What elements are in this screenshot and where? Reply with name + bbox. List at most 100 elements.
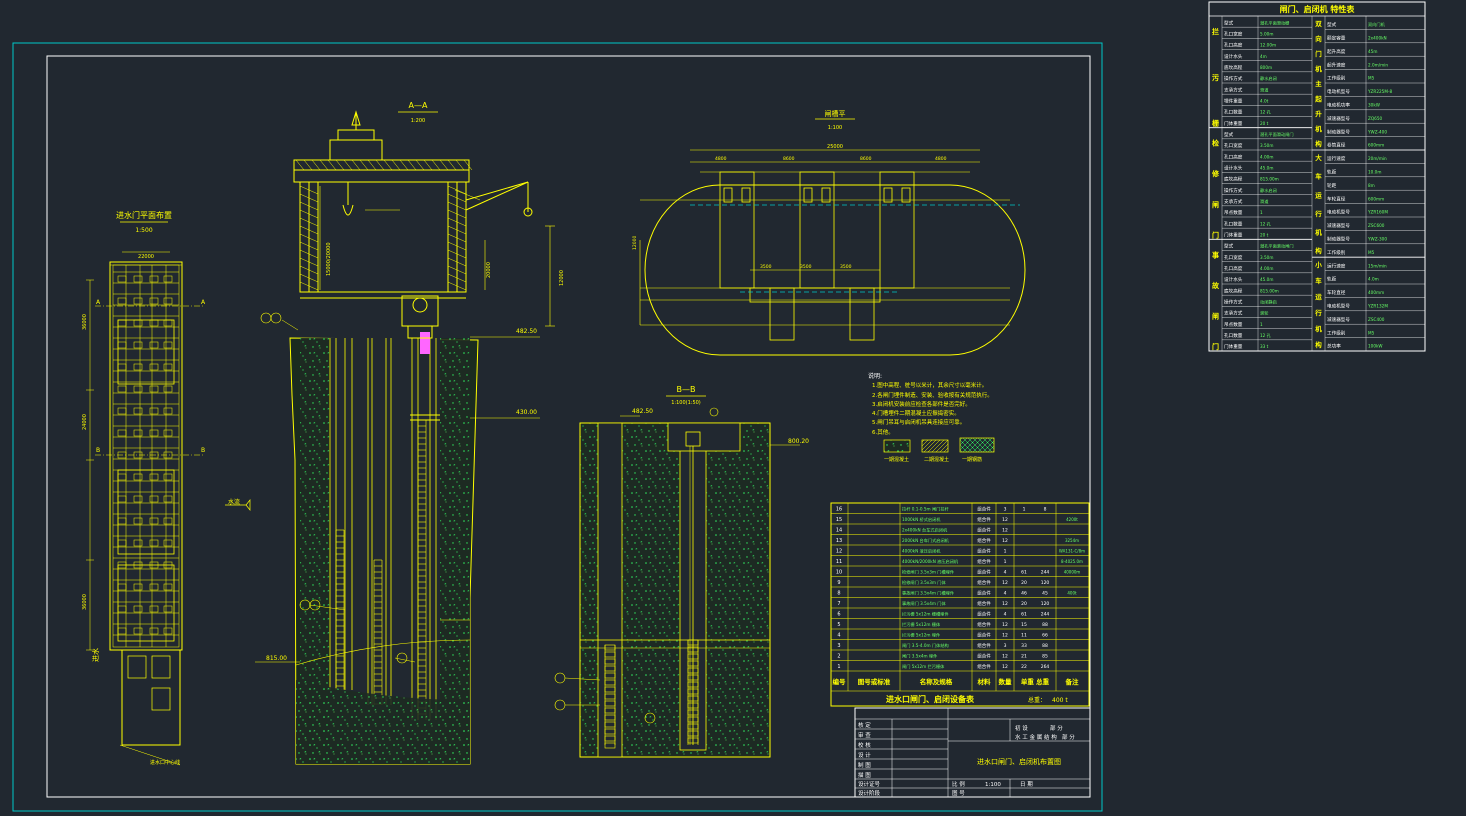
svg-text:进水口中心线: 进水口中心线 — [150, 759, 180, 766]
spec-left-value: 5.00m — [1260, 32, 1273, 37]
elevation-deck: 482.50 — [516, 328, 537, 335]
spec-left-value: 动闭静启 — [1260, 299, 1277, 306]
spec-right-group: 车 — [1315, 276, 1322, 285]
spec-right-key: 轨距 — [1327, 276, 1337, 283]
spec-right-value: 100kW — [1368, 344, 1383, 349]
spec-right-key: 起升高度 — [1327, 48, 1346, 55]
equipment-row-name: 拦污栅 5x12m 栅体 — [902, 621, 941, 628]
spec-left-value: 潜孔平面滑动闸门 — [1260, 131, 1294, 138]
equipment-row-no: 9 — [837, 580, 840, 586]
equipment-row-total: 120 — [1041, 580, 1050, 586]
spec-right-key: 工作级别 — [1327, 329, 1346, 336]
spec-left-key: 操作方式 — [1224, 299, 1243, 306]
spec-right-value: 8m — [1368, 183, 1375, 188]
section-aa-title: A—A — [409, 101, 428, 110]
spec-left-key: 操作方式 — [1224, 75, 1243, 82]
equipment-row-qty: 4 — [1004, 612, 1007, 618]
legend-label: 一期混凝土 — [884, 456, 909, 463]
svg-text:20000: 20000 — [486, 262, 492, 278]
equipment-row-name: 拦污栅 5x12m 栅槽埋件 — [902, 611, 949, 618]
equipment-row-material: 组合件 — [977, 600, 991, 607]
spec-right-value: M5 — [1368, 76, 1375, 81]
equipment-header: 编号 — [833, 677, 847, 686]
svg-text:22000: 22000 — [138, 254, 154, 260]
equipment-row-name: 事故闸门 3.5x4m 门槽埋件 — [902, 590, 954, 597]
equipment-row-qty: 3 — [1004, 507, 1007, 513]
spec-right-key: 额定容量 — [1327, 34, 1346, 41]
equipment-row-name: 闸门 3.5-4.0m 门体结构 — [902, 642, 949, 649]
equipment-row-qty: 3 — [1004, 643, 1007, 649]
spec-left-value: 3.50m — [1260, 255, 1273, 260]
spec-left-value: 800m — [1260, 65, 1272, 70]
spec-right-key: 起升速度 — [1327, 61, 1346, 68]
equipment-row-no: 13 — [836, 538, 842, 544]
spec-right-value: 600mm — [1368, 196, 1384, 201]
svg-text:3500: 3500 — [760, 264, 772, 270]
spec-right-value: 2.0m/min — [1368, 62, 1388, 67]
spec-left-value: 滚轮 — [1260, 310, 1269, 317]
section-aa-scale: 1:200 — [411, 118, 425, 124]
spec-left-group: 闸 — [1212, 311, 1219, 320]
svg-text:8600: 8600 — [860, 156, 872, 162]
outer-frame — [12, 42, 1103, 812]
equipment-row-unit: 20 — [1021, 601, 1027, 607]
spec-right-key: 制动器型号 — [1327, 128, 1350, 135]
inner-frame — [46, 55, 1091, 798]
svg-text:4800: 4800 — [935, 156, 947, 162]
spec-right-group: 门 — [1315, 49, 1322, 58]
spec-left-key: 底坎高程 — [1224, 64, 1243, 71]
spec-left-value: 4.00m — [1260, 154, 1273, 159]
spec-left-key: 孔口数量 — [1224, 109, 1243, 116]
equipment-row-material: 组合件 — [977, 590, 991, 597]
spec-left-value: 1 — [1260, 322, 1263, 327]
spec-left-key: 孔口宽度 — [1224, 254, 1243, 261]
spec-right-key: 轨距 — [1327, 168, 1337, 175]
notes-heading: 说明: — [868, 372, 882, 380]
spec-left-value: 4m — [1260, 54, 1267, 59]
spec-right-key: 运行速度 — [1327, 262, 1346, 269]
spec-right-value: M5 — [1368, 250, 1375, 255]
spec-left-group: 栅 — [1212, 119, 1219, 128]
equipment-row-name: 2000kN 台车门式启闭机 — [902, 537, 950, 544]
spec-left-key: 门体重量 — [1224, 232, 1243, 239]
equipment-row-name: 4000kN/2000kN 液压启闭机 — [902, 558, 959, 565]
drawing-title: 进水口闸门、启闭机布置图 — [977, 757, 1061, 766]
spec-left-group: 门 — [1212, 230, 1219, 239]
spec-right-value: ZSC400 — [1368, 317, 1385, 322]
equipment-header: 单重 总重 — [1021, 677, 1050, 686]
spec-left-value: 12 孔 — [1260, 220, 1272, 227]
equipment-row-no: 11 — [836, 559, 842, 565]
spec-left-value: 潜孔平面滑动栅 — [1260, 19, 1289, 26]
equipment-row-name: 检修闸门 3.5x3m 门体 — [902, 579, 946, 586]
equipment-row-total: 85 — [1042, 654, 1048, 660]
equipment-row-unit: 46 — [1021, 591, 1027, 597]
equipment-row-qty: 12 — [1002, 622, 1008, 628]
note-line: 2.各闸门埋件制造、安装、验收按有关规范执行。 — [872, 391, 993, 399]
title-block: 核 定 审 查 校 核 设 计 制 图 描 图 设计证号 设计阶段 初 设 部 … — [854, 707, 1091, 798]
spec-right-value: 400mm — [1368, 290, 1384, 295]
svg-text:12000: 12000 — [632, 236, 638, 250]
spec-left-value: 33 t — [1260, 344, 1269, 349]
legend-swatch-rebar — [959, 437, 995, 453]
spec-right-key: 总功率 — [1327, 343, 1341, 350]
equipment-row-unit: 21 — [1021, 654, 1027, 660]
spec-left-value: 815.00m — [1260, 177, 1279, 182]
spec-left-key: 埋件重量 — [1224, 98, 1243, 105]
equipment-table-title: 进水口闸门、启闭设备表 — [886, 694, 975, 704]
equipment-row-qty: 12 — [1002, 664, 1008, 670]
equipment-row-no: 7 — [837, 601, 840, 607]
spec-right-key: 电动机功率 — [1327, 101, 1350, 108]
spec-left-value: 45.0m — [1260, 166, 1273, 171]
equipment-row-material: 组合件 — [977, 621, 991, 628]
spec-left-group: 门 — [1212, 342, 1219, 351]
spec-left-value: 滑道 — [1260, 198, 1269, 205]
equipment-row-total: 120 — [1041, 601, 1050, 607]
spec-right-key: 运行速度 — [1327, 155, 1346, 162]
equipment-row-name: 2x400kN 台车式启闭机 — [902, 527, 948, 534]
spec-right-value: 20m/min — [1368, 156, 1387, 161]
water-flow-label: 水流 — [228, 498, 240, 506]
title-row-label: 制 图 — [858, 761, 871, 769]
equipment-row-qty: 12 — [1002, 517, 1008, 523]
section-aa: A—A 1:200 — [225, 101, 565, 765]
spec-right-group: 机 — [1315, 64, 1322, 73]
